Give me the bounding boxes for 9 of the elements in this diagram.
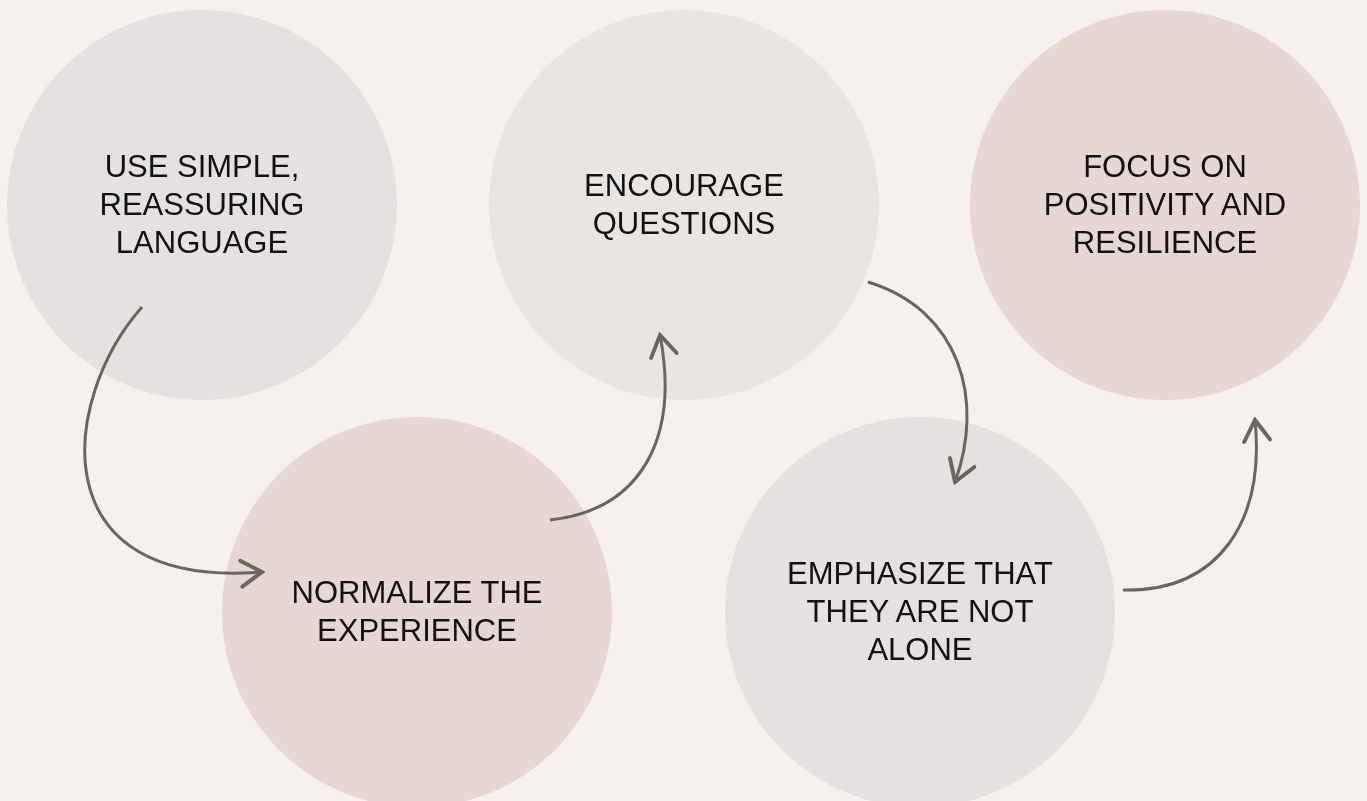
curved-arrow (867, 280, 976, 484)
node-text: EMPHASIZE THAT THEY ARE NOT ALONE (786, 555, 1054, 669)
node-text: ENCOURAGE QUESTIONS (583, 167, 785, 243)
node-text: USE SIMPLE, REASSURING LANGUAGE (98, 148, 306, 262)
node-text: FOCUS ON POSITIVITY AND RESILIENCE (1042, 148, 1288, 262)
curved-arrow (1122, 418, 1272, 592)
curved-arrow (83, 306, 264, 588)
node-text: NORMALIZE THE EXPERIENCE (290, 574, 544, 650)
curved-arrow (549, 333, 678, 522)
